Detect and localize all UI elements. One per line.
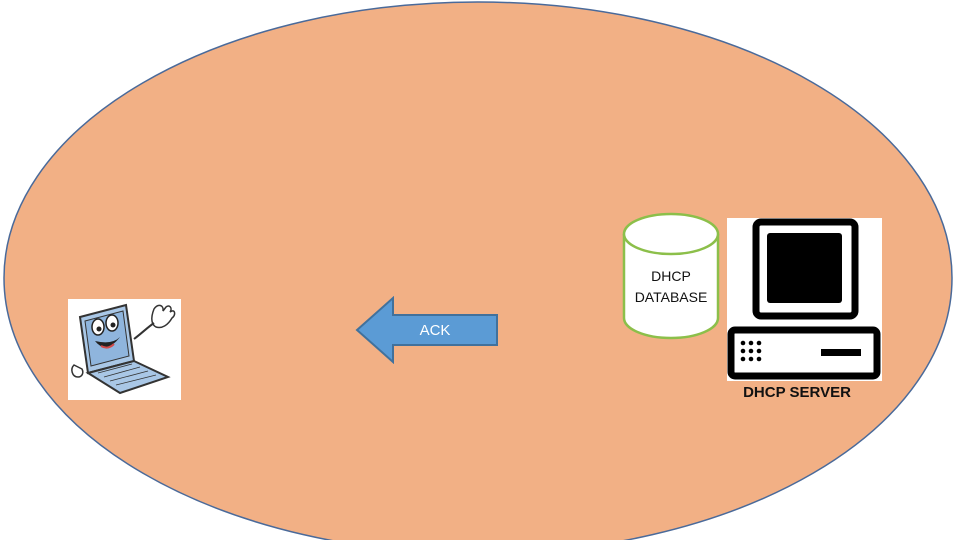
dhcp-server (727, 218, 882, 381)
client-laptop (68, 299, 181, 400)
left-arrow-icon (355, 296, 498, 364)
ack-label: ACK (419, 322, 451, 339)
cylinder-database-icon (622, 212, 720, 340)
cartoon-laptop-icon (71, 303, 176, 395)
database-label-line-2: DATABASE (634, 289, 708, 305)
database-label-line-1: DHCP (651, 268, 691, 284)
database-label: DHCP DATABASE (622, 266, 720, 308)
server-label: DHCP SERVER (743, 384, 851, 401)
desktop-computer-icon (727, 218, 881, 380)
